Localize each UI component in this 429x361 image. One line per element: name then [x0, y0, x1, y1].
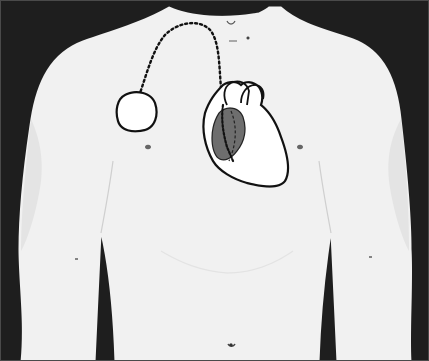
- pacemaker-device: [117, 92, 157, 131]
- neck-dot: [247, 37, 250, 40]
- torso: [19, 7, 412, 361]
- right-nipple: [297, 145, 303, 150]
- navel-dot: [229, 343, 232, 346]
- left-nipple: [145, 145, 151, 150]
